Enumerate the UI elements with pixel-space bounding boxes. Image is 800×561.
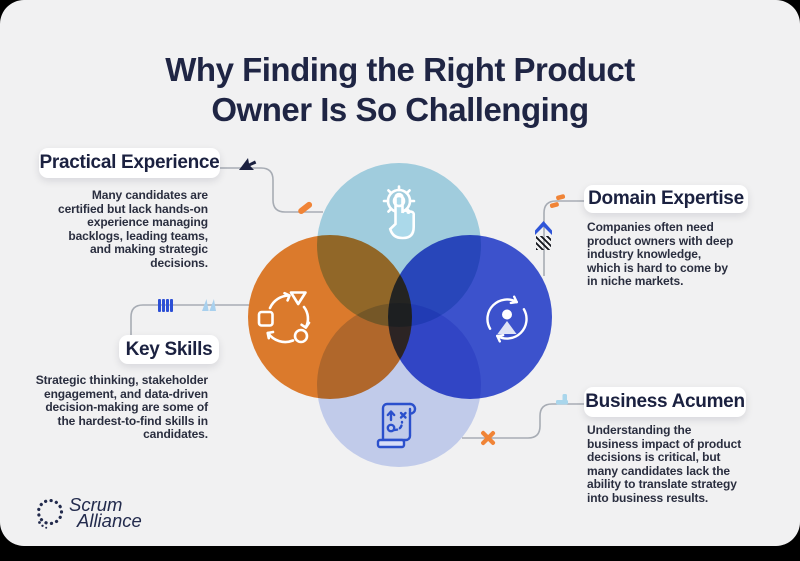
scrum-alliance-logo-mark [36, 498, 64, 529]
label-practical-experience: Practical Experience [39, 148, 220, 178]
business-acumen-description: Understanding the business impact of pro… [587, 423, 742, 505]
connector-domain [543, 200, 584, 276]
orange-x-marker [479, 429, 497, 452]
connector-skills [130, 304, 249, 336]
cycle-icon [256, 289, 316, 350]
connector-practical [220, 167, 323, 213]
label-business-acumen: Business Acumen [584, 387, 746, 417]
cursor-icon [238, 154, 257, 178]
scrum-alliance-logo: Scrum Alliance [32, 492, 142, 534]
blue-bars-marker [158, 299, 173, 312]
strategy-scroll-icon [374, 400, 421, 455]
lightblue-step-marker [556, 394, 573, 413]
hatch-square-marker [536, 236, 551, 250]
infographic-card: Why Finding the Right Product Owner Is S… [0, 0, 800, 546]
connector-lines [130, 167, 584, 439]
label-text: Business Acumen [585, 391, 745, 412]
label-text: Key Skills [125, 338, 213, 360]
label-key-skills: Key Skills [119, 335, 219, 364]
domain-expertise-description: Companies often need product owners with… [587, 220, 734, 289]
key-skills-description: Strategic thinking, stakeholder engageme… [35, 373, 208, 442]
practical-experience-description: Many candidates are certified but lack h… [58, 188, 208, 270]
label-text: Domain Expertise [588, 188, 744, 209]
person-sync-icon [479, 291, 535, 352]
page-title: Why Finding the Right Product Owner Is S… [165, 51, 635, 128]
blue-chevron-up-icon [535, 221, 552, 240]
connector-business [462, 403, 584, 439]
logo-text-scrum: Scrum [69, 493, 123, 515]
label-domain-expertise: Domain Expertise [584, 185, 748, 213]
label-text: Practical Experience [39, 152, 220, 173]
gear-tap-icon [376, 182, 422, 251]
logo-text-alliance: Alliance [77, 510, 142, 531]
orange-step-marker [549, 193, 569, 214]
lightblue-peaks-marker [202, 298, 217, 316]
